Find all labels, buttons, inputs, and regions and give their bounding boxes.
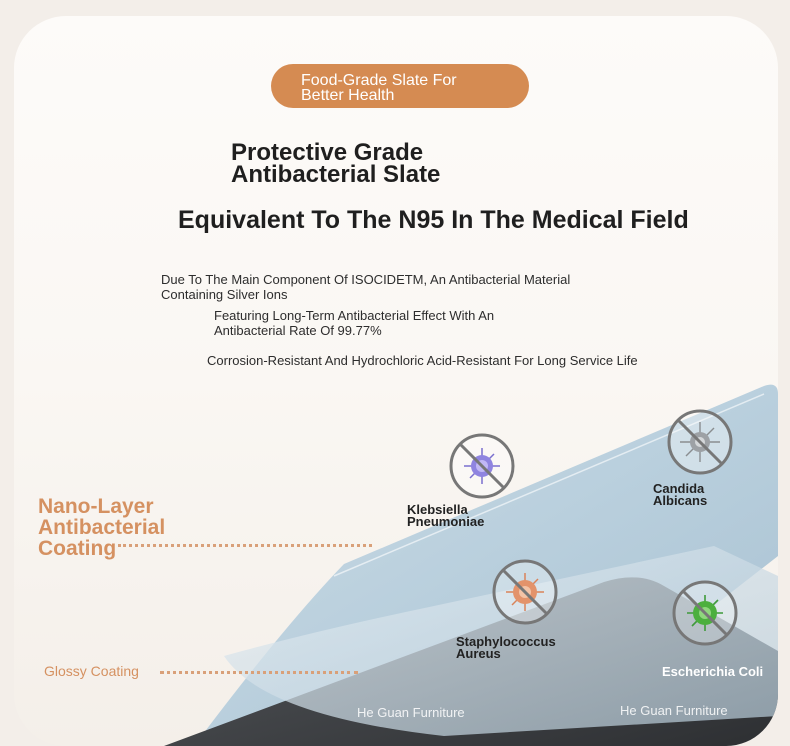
description-line: Containing Silver Ions [161,287,288,302]
glass-slate-layer [224,546,778,736]
nano-leader-line [118,544,372,547]
page-subtitle: Equivalent To The N95 In The Medical Fie… [178,206,689,234]
content-card: Food-Grade Slate For Better Health Prote… [14,16,778,746]
nano-line-2: Antibacterial [38,516,166,539]
description-corrosion: Corrosion-Resistant And Hydrochloric Aci… [207,353,638,368]
nano-layer-label: Nano-Layer Antibacterial Coating [38,496,165,559]
food-grade-badge: Food-Grade Slate For Better Health [271,64,529,108]
bacteria-name: Staphylococcus [456,634,556,649]
glossy-leader-line [160,671,358,674]
slate-illustration [164,384,778,746]
title-line-2: Antibacterial Slate [231,161,441,188]
bacteria-name: Escherichia Coli [662,664,764,679]
bacteria-name: Albicans [653,493,708,508]
candida-prohibited-icon [667,409,733,475]
klebsiella-prohibited-icon [449,433,515,499]
page-title: Protective Grade Antibacterial Slate [231,139,441,188]
nano-line-3: Coating [38,537,117,560]
bacteria-name: Aureus [456,646,501,661]
description-antibacterial-rate: Featuring Long-Term Antibacterial Effect… [214,308,494,338]
brand-watermark-right: He Guan Furniture [620,703,728,718]
staphylococcus-prohibited-icon [492,559,558,625]
nano-line-1: Nano-Layer [38,495,154,518]
glossy-coating-label: Glossy Coating [44,663,139,679]
klebsiella-label: Klebsiella Pneumoniae [407,502,485,529]
badge-line-1: Food-Grade Slate For [301,72,457,89]
candida-label: Candida Albicans [653,481,708,508]
bacteria-name: Candida [653,481,705,496]
bacteria-name: Klebsiella [407,502,468,517]
staphylococcus-label: Staphylococcus Aureus [456,634,556,661]
brand-watermark-left: He Guan Furniture [357,705,465,720]
badge-line-2: Better Health [301,87,395,104]
description-line: Due To The Main Component Of ISOCIDETM, … [161,272,571,287]
description-line: Featuring Long-Term Antibacterial Effect… [214,308,495,323]
description-line: Antibacterial Rate Of 99.77% [214,323,382,338]
title-line-1: Protective Grade [231,139,424,166]
bacteria-name: Pneumoniae [407,514,485,529]
description-silver-ions: Due To The Main Component Of ISOCIDETM, … [161,272,570,302]
escherichia-coli-prohibited-icon [672,580,738,646]
escherichia-coli-label: Escherichia Coli [662,664,764,679]
slate-edge-highlight [333,393,765,577]
